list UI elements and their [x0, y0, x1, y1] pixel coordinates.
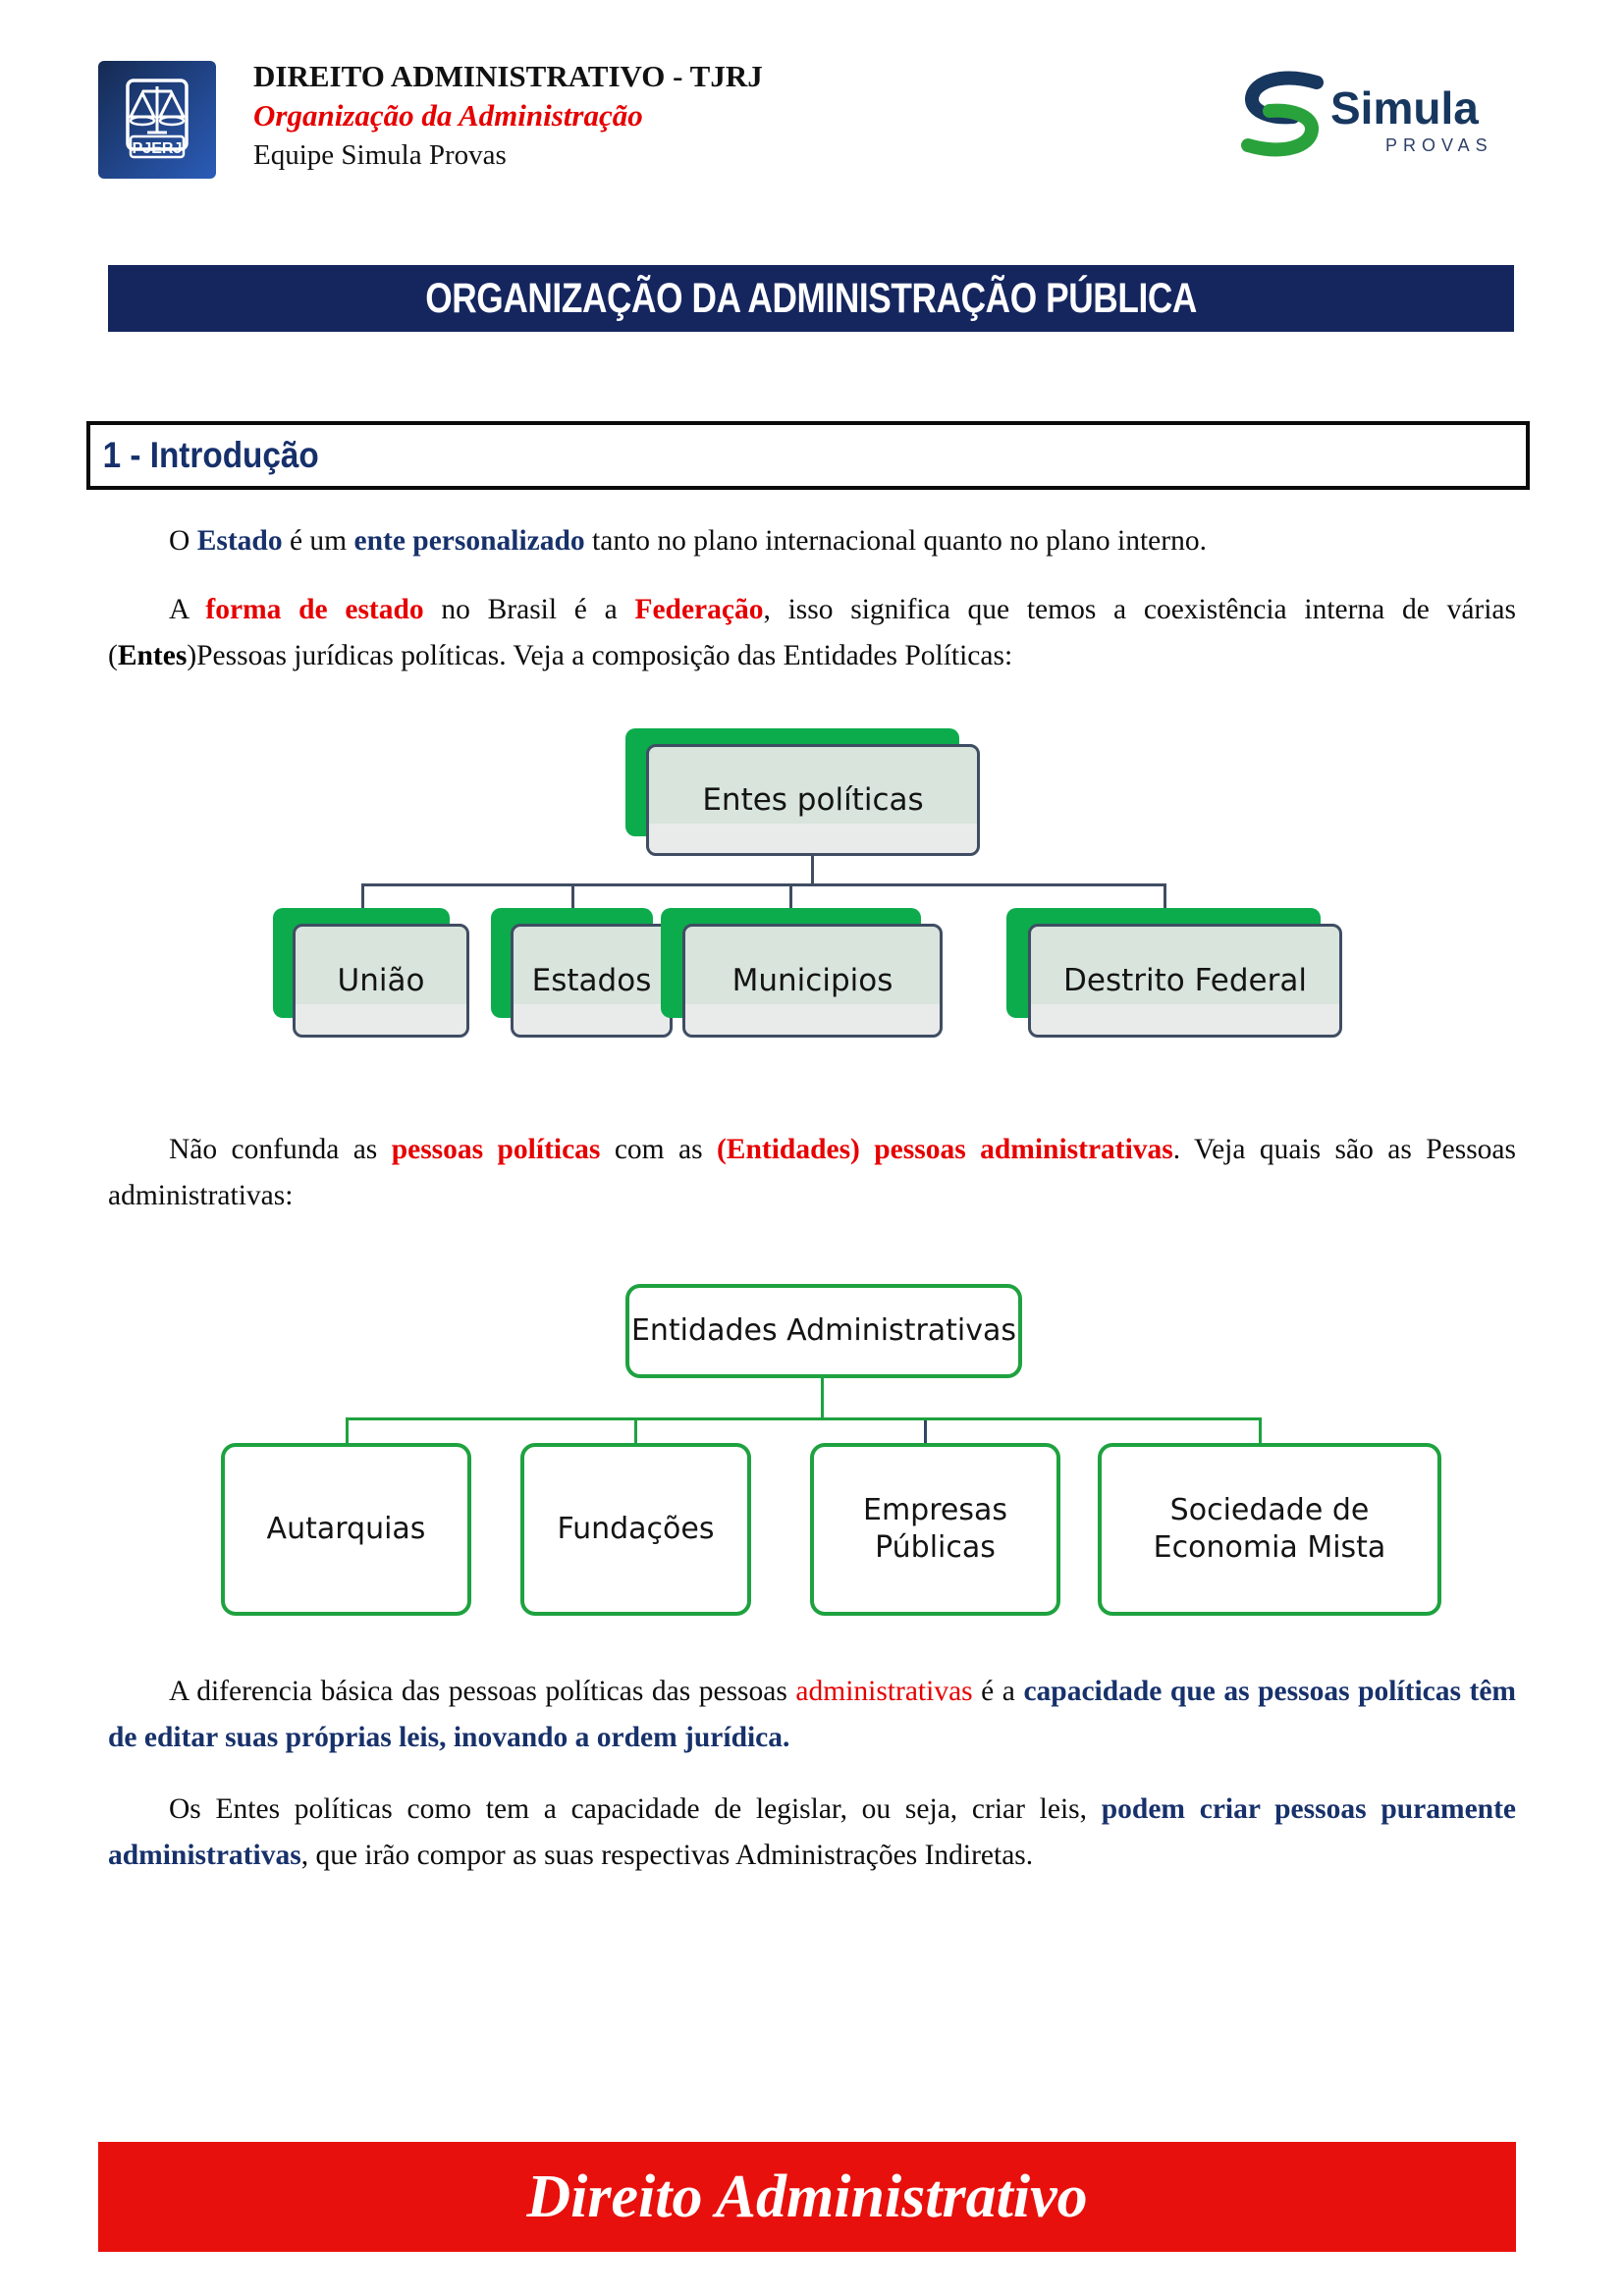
node-label: Fundações	[557, 1512, 715, 1546]
node-label: Municipios	[731, 963, 893, 998]
pjerj-logo-icon: PJERJ	[98, 61, 216, 179]
text-run: , isso significa que temos a coexistênci…	[108, 594, 1517, 671]
text-run: A	[169, 594, 206, 625]
course-title: DIREITO ADMINISTRATIVO - TJRJ	[253, 59, 763, 93]
paragraph-entes-legislar: Os Entes políticas como tem a capacidade…	[108, 1787, 1516, 1879]
simula-provas-logo: Simula PROVAS	[1241, 71, 1493, 157]
diagram-node-municipios: Municipios	[682, 924, 943, 1038]
provas-wordmark: PROVAS	[1385, 135, 1493, 155]
node-label: Destrito Federal	[1063, 963, 1307, 998]
node-label: Empresas Públicas	[863, 1493, 1007, 1565]
title-banner: ORGANIZAÇÃO DA ADMINISTRAÇÃO PÚBLICA	[108, 265, 1514, 332]
text-run: com as	[600, 1134, 717, 1165]
text-run: no Brasil é a	[423, 594, 635, 625]
simula-s-icon	[1241, 71, 1324, 157]
diagram-node-empresas-publicas: Empresas Públicas	[810, 1443, 1060, 1616]
diagram-node-uniao: União	[293, 924, 469, 1038]
paragraph-diferenca-basica: A diferencia básica das pessoas política…	[108, 1669, 1516, 1761]
text-run: pessoas políticas	[391, 1134, 601, 1165]
diagram-node-fundacoes: Fundações	[520, 1443, 751, 1616]
text-run: ente personalizado	[353, 525, 585, 557]
text-run: Federação	[634, 594, 764, 625]
connector-line	[924, 1420, 927, 1443]
paragraph-forma-de-estado: A forma de estado no Brasil é a Federaçã…	[108, 587, 1516, 679]
diagram-entes-politicas: Entes políticas União Estados Municipios…	[108, 711, 1516, 1049]
team-label: Equipe Simula Provas	[253, 139, 507, 171]
paragraph-intro-estado: O Estado é um ente personalizado tanto n…	[108, 518, 1516, 564]
diagram-entidades-administrativas: Entidades Administrativas Autarquias Fun…	[108, 1272, 1516, 1631]
diagram-node-estados: Estados	[511, 924, 673, 1038]
connector-line	[821, 1374, 824, 1417]
node-label: Autarquias	[266, 1512, 426, 1546]
connector-line	[634, 1420, 637, 1443]
text-run: O	[169, 525, 197, 557]
text-run: (Entidades) pessoas administrativas	[716, 1134, 1173, 1165]
connector-line	[1164, 886, 1166, 908]
header-text-block: DIREITO ADMINISTRATIVO - TJRJ Organizaçã…	[253, 57, 763, 175]
text-run: Entes	[117, 640, 188, 671]
text-run: administrativas	[795, 1676, 973, 1707]
text-run: . Veja quais são as Pessoas administrati…	[108, 1134, 1516, 1211]
lesson-subtitle: Organização da Administração	[253, 98, 643, 133]
paragraph-nao-confunda: Não confunda as pessoas políticas com as…	[108, 1127, 1516, 1219]
diagram-node-sociedade-economia-mista: Sociedade de Economia Mista	[1098, 1443, 1441, 1616]
text-run: , que irão compor as suas respectivas Ad…	[300, 1840, 1034, 1871]
node-label: Estados	[531, 963, 652, 998]
connector-line	[1259, 1420, 1262, 1443]
text-run: é a	[972, 1676, 1024, 1707]
diagram-node-root: Entidades Administrativas	[625, 1284, 1022, 1378]
diagram-node-destrito-federal: Destrito Federal	[1028, 924, 1342, 1038]
text-run: tanto no plano internacional quanto no p…	[584, 525, 1207, 557]
connector-line	[571, 886, 574, 908]
section-title: 1 - Introdução	[102, 435, 319, 475]
connector-line	[361, 886, 364, 908]
diagram-node-root: Entes políticas	[646, 744, 980, 856]
text-run: podem criar pessoas puramente administra…	[108, 1793, 1516, 1871]
connector-line	[811, 853, 814, 883]
connector-line	[346, 1420, 349, 1443]
node-label: União	[337, 963, 425, 998]
text-run: )Pessoas jurídicas políticas. Veja a com…	[187, 640, 1013, 671]
node-label: Entidades Administrativas	[630, 1313, 1017, 1348]
node-label: Sociedade de Economia Mista	[1153, 1493, 1386, 1565]
simula-wordmark: Simula	[1330, 82, 1479, 133]
node-label: Entes políticas	[702, 782, 924, 818]
connector-line	[789, 886, 792, 908]
connector-line	[361, 883, 1166, 886]
connector-line	[346, 1417, 1262, 1420]
text-run: capacidade que as pessoas políticas têm …	[108, 1676, 1516, 1753]
text-run: Os Entes políticas como tem a capacidade…	[169, 1793, 1102, 1825]
diagram-node-autarquias: Autarquias	[221, 1443, 471, 1616]
banner-title: ORGANIZAÇÃO DA ADMINISTRAÇÃO PÚBLICA	[425, 274, 1197, 322]
pjerj-logo-label: PJERJ	[133, 140, 183, 157]
footer-banner: Direito Administrativo	[98, 2142, 1516, 2252]
text-run: Não confunda as	[169, 1134, 392, 1165]
text-run: é um	[282, 525, 354, 557]
text-run: Estado	[196, 525, 283, 557]
page-header: PJERJ DIREITO ADMINISTRATIVO - TJRJ Orga…	[98, 57, 1516, 185]
text-run: A diferencia básica das pessoas política…	[169, 1676, 796, 1707]
footer-title: Direito Administrativo	[526, 2163, 1088, 2230]
text-run: forma de estado	[205, 594, 424, 625]
section-heading-box: 1 - Introdução	[86, 421, 1530, 490]
